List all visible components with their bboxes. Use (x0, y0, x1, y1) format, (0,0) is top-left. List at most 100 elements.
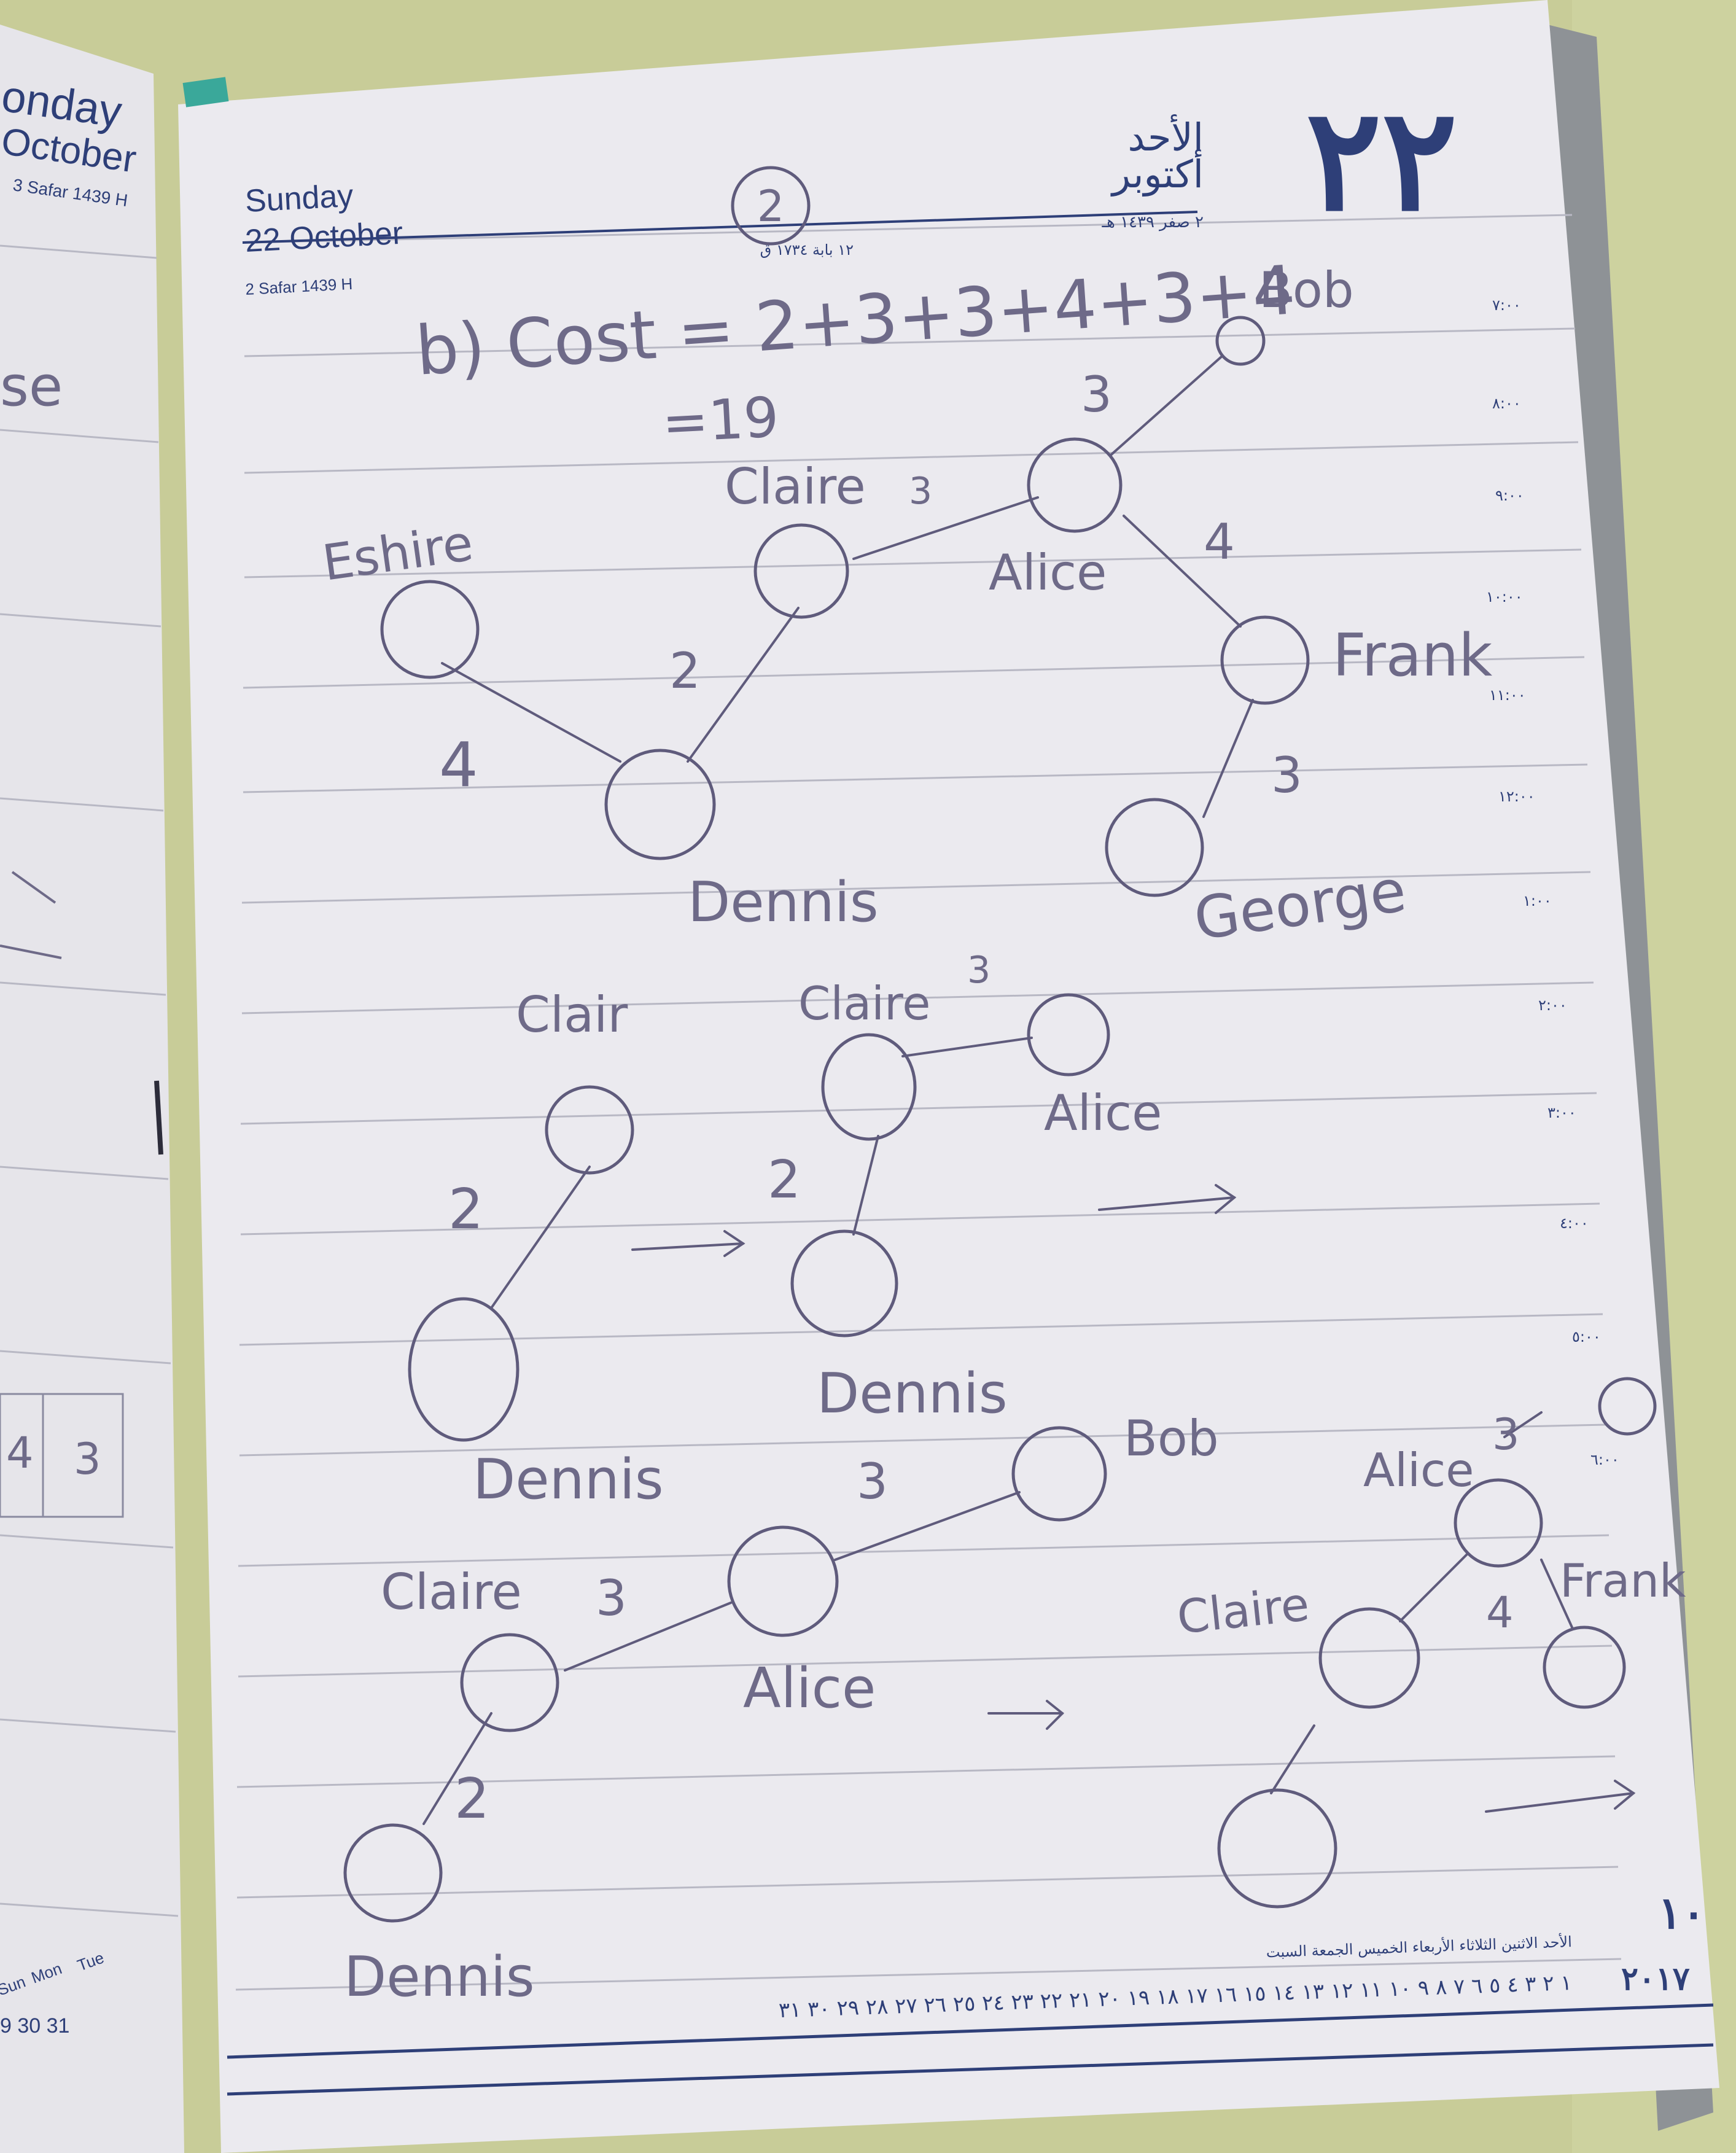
left-dates-fragment: 9 30 31 (0, 2014, 69, 2038)
node-frank-step4 (1543, 1625, 1626, 1709)
weight-step3-a: 3 (857, 1453, 888, 1510)
arrow-step1 (631, 1242, 744, 1251)
footer-rule-bottom (227, 2043, 1714, 2096)
edge-claire-dennis-step4 (1270, 1724, 1315, 1794)
edge-claire-dennis (687, 607, 800, 763)
weight-step1: 2 (448, 1177, 483, 1242)
hour-label: ٩:٠٠ (1495, 487, 1524, 504)
label-claire: Claire (725, 458, 866, 515)
ruled-lines (235, 214, 1622, 1991)
day-name: Sunday (244, 178, 354, 219)
big-date: ٢٢ (1306, 81, 1457, 239)
weight-frank-george: 3 (1271, 747, 1302, 804)
label-claire-step2: Claire (798, 976, 930, 1030)
hour-label: ١:٠٠ (1523, 892, 1552, 909)
edge-alice-frank-step4 (1540, 1559, 1573, 1629)
weight-alice-frank: 4 (1204, 513, 1235, 570)
graph-step3: Bob Dennis Claire Alice Dennis 3 3 2 (343, 1410, 1219, 2009)
footer-year: ٢٠١٧ (1621, 1961, 1690, 1997)
label-dennis-step3-top: Dennis (473, 1447, 664, 1512)
weight-step3-c: 2 (454, 1767, 489, 1831)
arrow-step2 (1098, 1196, 1236, 1211)
edge-alice-claire-step4 (1399, 1552, 1469, 1622)
arrowhead-step4 (1614, 1780, 1636, 1810)
edge-alice-bob-step3 (834, 1491, 1021, 1561)
edge-bob-alice (1110, 355, 1223, 456)
weight-claire-dennis: 2 (669, 642, 701, 699)
weight-eshire-dennis: 4 (439, 729, 478, 801)
node-george (1105, 798, 1204, 897)
node-dennis (604, 749, 716, 860)
hour-label: ٤:٠٠ (1560, 1215, 1589, 1232)
right-page (178, 0, 1719, 2153)
page-clip-mark (154, 1080, 163, 1155)
edge-claire-dennis-step2 (852, 1135, 879, 1236)
date-label: 22 October (244, 216, 404, 259)
node-bob (1215, 316, 1266, 366)
label-claire-step3: Claire (381, 1563, 522, 1621)
arabic-month: أكتوبر (1110, 149, 1204, 197)
arabic-day: الأحد (1128, 114, 1204, 160)
graph-full: Bob Alice Claire Eshire Dennis Frank Geo… (319, 262, 1493, 954)
graph-step1: Clair 2 (408, 986, 745, 1442)
left-page-sketch-stroke (11, 871, 56, 904)
edge-alice-top-step4 (1503, 1411, 1543, 1438)
hour-label: ٦:٠٠ (1590, 1451, 1619, 1468)
weight-step4-b: 4 (1486, 1587, 1514, 1638)
node-alice-step4 (1454, 1478, 1543, 1568)
hour-label: ٥:٠٠ (1572, 1328, 1601, 1345)
arrowhead-step1 (723, 1230, 745, 1257)
cost-total: =19 (661, 385, 780, 456)
node-bob-step3 (1011, 1426, 1107, 1522)
node-dennis-step1 (408, 1297, 520, 1442)
node-eshire (380, 580, 480, 679)
label-dennis-step2: Dennis (817, 1361, 1008, 1426)
hour-label: ٣:٠٠ (1547, 1104, 1576, 1121)
left-page-sketch-box (0, 1393, 124, 1518)
arabic-hijri: ٢ صفر ١٤٣٩ هـ (1101, 213, 1204, 232)
edge-claire-alice-step2 (901, 1037, 1033, 1057)
hour-label: ٢:٠٠ (1538, 997, 1567, 1014)
weight-step3-b: 3 (596, 1570, 627, 1627)
label-bob-step3: Bob (1124, 1410, 1219, 1467)
footer-rule-top (227, 2003, 1714, 2059)
label-frank-step4: Frank (1560, 1554, 1686, 1608)
label-clair: Clair (516, 986, 628, 1043)
label-alice-step3: Alice (743, 1656, 876, 1721)
node-frank (1220, 615, 1310, 705)
node-dennis-step2 (790, 1229, 898, 1337)
hour-labels: ٧:٠٠ ٨:٠٠ ٩:٠٠ ١٠:٠٠ ١١:٠٠ ١٢:٠٠ ١:٠٠ ٢:… (1486, 297, 1619, 1468)
edge-eshire-dennis (441, 662, 621, 763)
weight-step4-a: 3 (1492, 1409, 1520, 1460)
arrow-step4 (1485, 1792, 1635, 1813)
node-clair (545, 1085, 634, 1175)
edge-claire-dennis-step3 (422, 1712, 492, 1825)
label-alice: Alice (989, 544, 1107, 601)
node-alice-step3 (727, 1525, 839, 1637)
graph-step2: Claire Alice Dennis 3 2 (768, 949, 1237, 1426)
label-frank: Frank (1333, 622, 1492, 690)
node-dennis-step4 (1217, 1788, 1337, 1909)
weight-step2-a: 3 (967, 949, 991, 992)
graph-step4: Alice Frank Claire 3 4 (1175, 1377, 1686, 1909)
weight-step2-b: 2 (768, 1150, 801, 1210)
edge-clair-dennis (490, 1166, 591, 1309)
edge-frank-george (1202, 699, 1254, 818)
label-dennis: Dennis (688, 870, 879, 935)
node-alice-step2 (1027, 993, 1110, 1076)
hour-label: ١١:٠٠ (1489, 687, 1526, 704)
header-rule (242, 211, 1198, 244)
label-dennis-step3-bottom: Dennis (344, 1945, 535, 2009)
node-claire-step2 (821, 1033, 917, 1141)
arrowhead-step2 (1215, 1184, 1237, 1214)
hour-label: ١٢:٠٠ (1498, 788, 1535, 805)
edge-alice-claire (852, 496, 1039, 560)
node-claire (753, 523, 849, 619)
node-claire-step4 (1318, 1607, 1420, 1709)
question-number: 2 (757, 181, 785, 232)
arrowhead-step3 (1046, 1700, 1064, 1730)
node-claire-step3 (460, 1633, 559, 1732)
left-page-lines (0, 244, 179, 1917)
question-number-circle (731, 166, 811, 246)
